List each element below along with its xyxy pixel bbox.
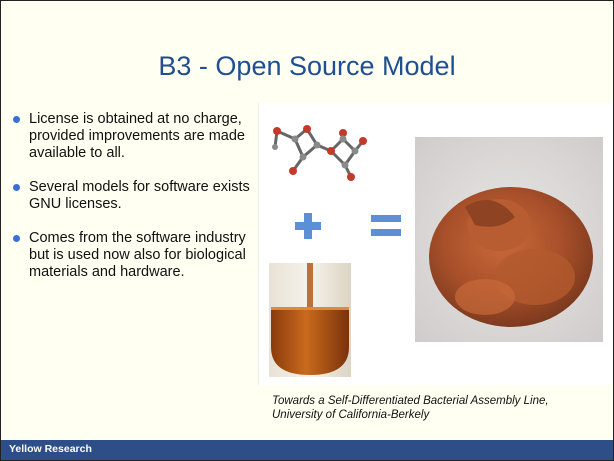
bullet-text: Comes from the software industry but is … [29,230,246,280]
powder-heap-image [415,137,603,342]
bullet-list: License is obtained at no charge, provid… [11,111,251,298]
test-tube-image [269,263,351,377]
bullet-item: Comes from the software industry but is … [11,230,251,281]
figure-panel [258,103,613,385]
caption-line: Towards a Self-Differentiated Bacterial … [272,395,549,407]
bullet-dot-icon [13,184,20,191]
caption-line: University of California-Berkely [272,409,430,421]
bullet-item: License is obtained at no charge, provid… [11,111,251,162]
bullet-text: License is obtained at no charge, provid… [29,111,245,161]
figure-caption: Towards a Self-Differentiated Bacterial … [272,394,602,422]
bullet-item: Several models for software exists GNU l… [11,179,251,213]
equals-icon [371,215,401,236]
bullet-text: Several models for software exists GNU l… [29,179,250,212]
plus-icon [295,213,321,239]
bullet-dot-icon [13,116,20,123]
footer-bar: Yellow Research [1,440,613,460]
bullet-dot-icon [13,235,20,242]
molecule-icon [272,125,367,181]
slide-title: B3 - Open Source Model [158,51,456,81]
footer-label: Yellow Research [9,443,92,455]
